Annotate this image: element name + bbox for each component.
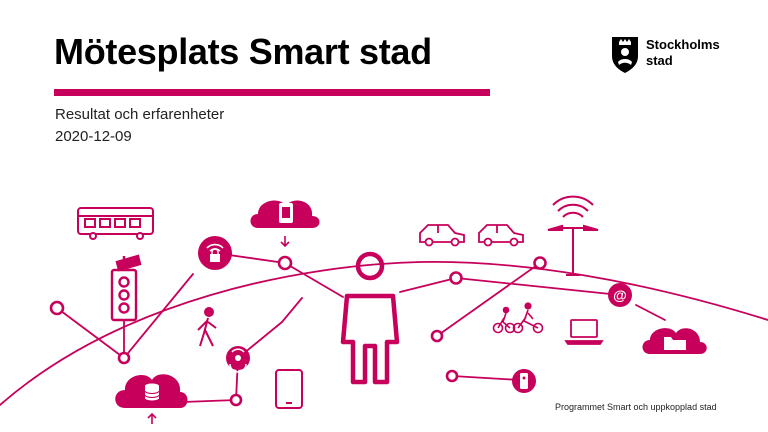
network-node (445, 369, 459, 383)
car-icon (419, 224, 465, 247)
traffic-light-icon (110, 254, 142, 322)
cloud-folder-icon (642, 328, 707, 354)
slide-date: 2020-12-09 (55, 128, 132, 145)
bus-icon (77, 207, 154, 240)
laptop-icon (564, 319, 604, 345)
network-node (117, 351, 131, 365)
stockholms-stad-logo: Stockholms stad (610, 34, 720, 78)
smart-city-illustration: @ (0, 195, 768, 424)
email-icon: @ (608, 283, 632, 307)
network-line (455, 277, 621, 296)
network-line (284, 262, 344, 298)
cyclists-icon (492, 302, 544, 334)
cloud-database-icon (115, 374, 188, 424)
network-line (123, 273, 194, 359)
wifi-lock-icon (198, 236, 232, 270)
network-node (430, 329, 444, 343)
network-line (451, 375, 521, 381)
sensor-icon (226, 346, 250, 373)
logo-line-2: stad (646, 53, 673, 68)
network-arc (0, 260, 768, 406)
title-accent-bar (54, 89, 490, 96)
svg-text:@: @ (613, 287, 627, 303)
network-node (449, 271, 463, 285)
tablet-icon (275, 369, 303, 409)
remote-control-icon (512, 369, 536, 393)
network-node (49, 300, 65, 316)
slide-title: Mötesplats Smart stad (54, 31, 432, 72)
network-line (436, 262, 541, 337)
network-line (182, 399, 237, 403)
city-crest-icon (612, 37, 638, 73)
car-icon (478, 224, 524, 247)
network-node (277, 255, 293, 271)
network-line (56, 307, 125, 359)
logo-line-1: Stockholms (646, 37, 720, 52)
network-line (635, 304, 666, 321)
network-node (229, 393, 243, 407)
network-line (281, 297, 303, 323)
slide-subtitle: Resultat och erfarenheter (55, 106, 225, 123)
pedestrian-icon (197, 307, 217, 347)
person-icon (340, 251, 400, 385)
network-line (399, 277, 457, 293)
cloud-phone-icon (250, 200, 320, 248)
street-lamp-wifi-icon (547, 195, 599, 276)
footer-text: Programmet Smart och uppkopplad stad (555, 402, 717, 412)
network-node (533, 256, 547, 270)
logo-text: Stockholms stad (646, 37, 720, 69)
